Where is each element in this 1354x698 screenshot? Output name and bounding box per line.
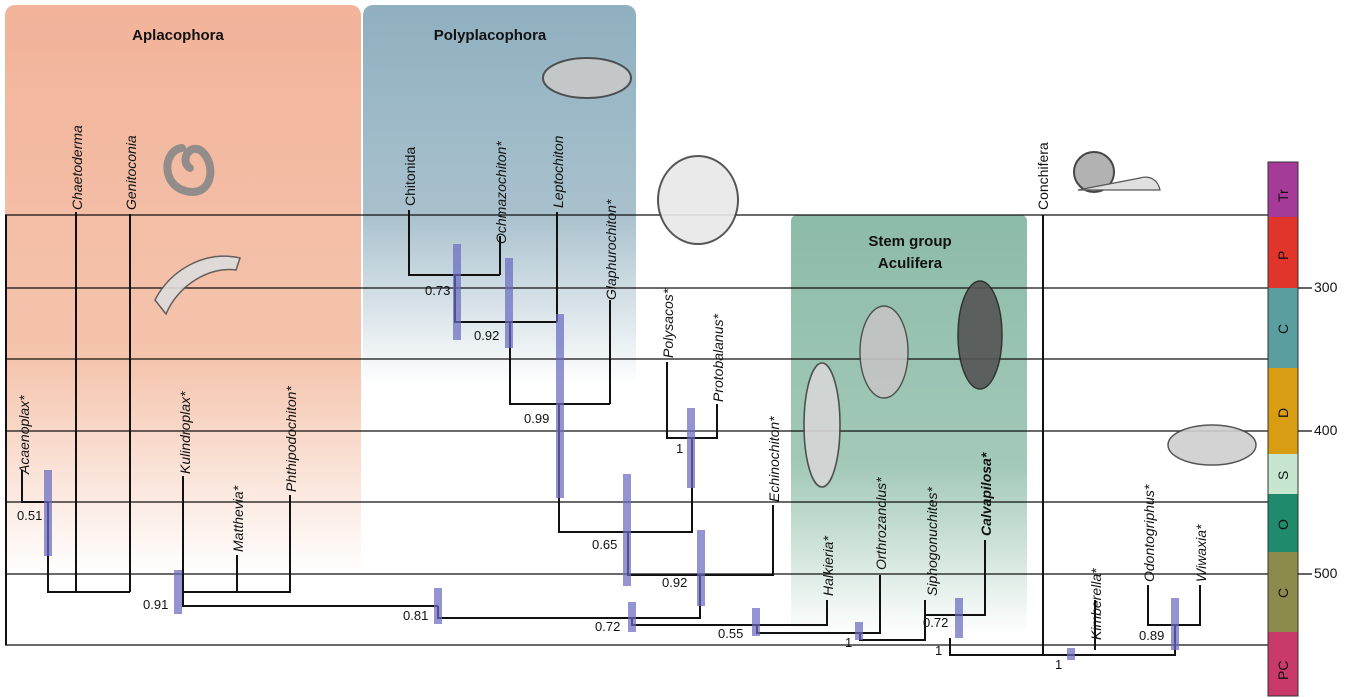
snail-body-illustration	[1077, 176, 1161, 191]
period-label-tr: Tr	[1275, 189, 1291, 202]
node-age-bars	[44, 244, 1179, 660]
age-label-500: 500	[1314, 565, 1338, 581]
support-value: 0.92	[474, 328, 499, 343]
period-box-tr	[1268, 162, 1298, 217]
period-label-c1: C	[1275, 324, 1291, 334]
aplacophoran-illustration	[154, 255, 241, 316]
support-value: 0.99	[524, 411, 549, 426]
support-value: 0.72	[595, 619, 620, 634]
chiton-dorsal-illustration	[657, 155, 739, 245]
taxon-label-acaenoplax: Acaenoplax*	[16, 395, 32, 475]
taxon-label-protobalanus: Protobalanus*	[710, 313, 726, 402]
period-box-p	[1268, 217, 1298, 288]
support-value: 0.81	[403, 608, 428, 623]
support-value: 0.55	[718, 626, 743, 641]
taxon-label-siphogonuchites: Siphogonuchites*	[924, 486, 940, 596]
taxon-label-halkieria: Halkieria*	[820, 536, 836, 596]
period-box-s	[1268, 454, 1298, 494]
age-label-300: 300	[1314, 279, 1338, 295]
period-label-p: P	[1275, 251, 1291, 260]
period-label-s: S	[1275, 471, 1291, 480]
orthrozanclus-illustration	[859, 305, 909, 399]
period-label-pc: PC	[1275, 661, 1291, 680]
taxon-label-leptochiton: Leptochiton	[550, 135, 566, 208]
genitoconia-illustration	[163, 144, 215, 197]
support-value: 0.72	[923, 615, 948, 630]
clade-label-stem-line1: Stem group	[868, 233, 951, 250]
taxon-label-wiwaxia: Wiwaxia*	[1193, 524, 1209, 582]
period-box-o	[1268, 494, 1298, 552]
period-label-c2: C	[1275, 588, 1291, 598]
taxon-label-glaphurochiton: Glaphurochiton*	[603, 199, 619, 300]
taxon-label-chaetoderma: Chaetoderma	[69, 125, 85, 210]
support-value: 1	[935, 643, 942, 658]
period-box-d	[1268, 368, 1298, 454]
halkieria-illustration	[803, 362, 841, 488]
support-value: 0.92	[662, 575, 687, 590]
taxon-label-genitoconia: Genitoconia	[123, 135, 139, 210]
period-box-c1	[1268, 288, 1298, 368]
clade-label-aplacophora: Aplacophora	[132, 27, 224, 44]
taxon-label-conchifera: Conchifera	[1035, 142, 1051, 210]
taxon-label-matthevia: Matthevia*	[230, 485, 246, 552]
taxon-label-echinochiton: Echinochiton*	[766, 416, 782, 502]
taxon-label-ochmazochiton: Ochmazochiton*	[493, 141, 509, 244]
taxon-label-polysacos: Polysacos*	[660, 288, 676, 358]
support-value: 0.51	[17, 508, 42, 523]
support-value: 0.65	[592, 537, 617, 552]
illustrations	[154, 57, 1257, 488]
chiton-side-illustration	[542, 57, 632, 99]
taxon-label-kulindroplax: Kulindroplax*	[177, 391, 193, 474]
clade-label-stem-line2: Aculifera	[878, 255, 943, 272]
taxon-label-kimberella: Kimberella*	[1088, 568, 1104, 640]
time-scale: Tr P C D S O C PC 300 400 500	[1267, 161, 1338, 697]
taxon-label-phthipodochiton: Phthipodochiton*	[283, 386, 299, 492]
support-value: 1	[845, 635, 852, 650]
wiwaxia-illustration	[1167, 424, 1257, 466]
period-label-d: D	[1275, 408, 1291, 418]
clade-label-polyplacophora: Polyplacophora	[434, 27, 547, 44]
period-label-o: O	[1275, 519, 1291, 530]
taxon-label-calvapilosa: Calvapilosa*	[978, 452, 994, 536]
period-box-c2	[1268, 552, 1298, 632]
taxon-label-odontogriphus: Odontogriphus*	[1141, 484, 1157, 582]
calvapilosa-illustration	[957, 280, 1003, 390]
time-lines	[5, 214, 1270, 646]
snail-shell-illustration	[1073, 151, 1115, 193]
period-box-pc	[1268, 632, 1298, 696]
support-value: 1	[1055, 657, 1062, 672]
support-values: 0.73 0.92 0.99 1 0.65 0.92 0.51 0.91 0.8…	[17, 283, 1164, 672]
support-value: 0.73	[425, 283, 450, 298]
taxon-label-chitonida: Chitonida	[402, 147, 418, 206]
polyplacophora-panel	[363, 5, 636, 385]
support-value: 1	[676, 441, 683, 456]
age-label-400: 400	[1314, 422, 1338, 438]
taxon-label-orthrozanclus: Orthrozanclus*	[873, 477, 889, 570]
taxon-labels: Chaetoderma Genitoconia Chitonida Ochmaz…	[16, 125, 1209, 640]
support-value: 0.89	[1139, 628, 1164, 643]
support-value: 0.91	[143, 597, 168, 612]
